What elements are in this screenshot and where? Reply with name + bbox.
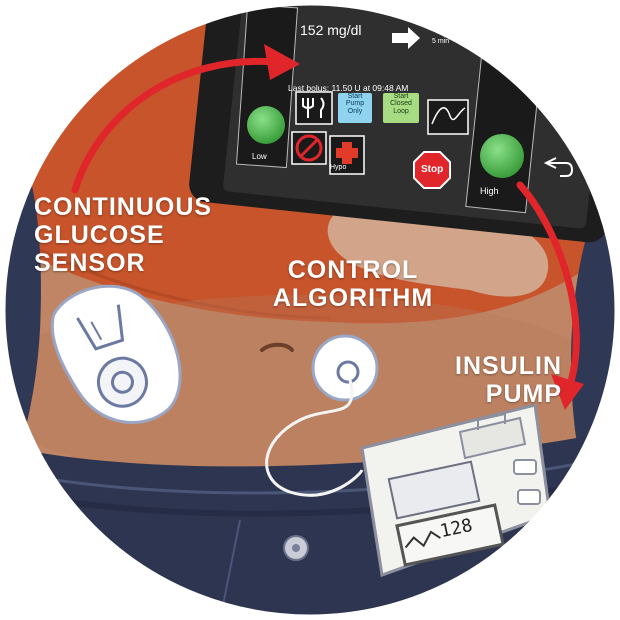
rate-text: 5 min — [432, 38, 450, 45]
pump-display — [395, 503, 505, 567]
start-pump-only-line-2: Pump — [345, 100, 365, 108]
pump-label-line-1: INSULIN — [455, 352, 562, 380]
low-label: Low — [252, 152, 267, 161]
medical-cross-icon — [336, 142, 358, 164]
hypo-label: Hypo — [330, 164, 347, 171]
stop-label[interactable]: Stop — [421, 164, 444, 175]
high-indicator — [480, 134, 524, 178]
fork-knife-icon — [302, 97, 325, 118]
cgm-label-line-2: GLUCOSE — [34, 221, 165, 249]
cgm-to-phone-arrow — [71, 57, 279, 194]
history-graph-button[interactable] — [427, 99, 469, 135]
start-pump-only-button[interactable]: Start Pump Only — [338, 93, 372, 123]
glucose-sensor — [50, 284, 182, 424]
high-label: High — [480, 186, 499, 196]
insulin-pump — [360, 403, 552, 578]
back-icon[interactable] — [543, 157, 574, 177]
pump-label: INSULIN PUMP — [442, 352, 562, 408]
start-pump-only-line-1: Start — [347, 93, 363, 100]
infusion-site — [311, 334, 379, 402]
trend-arrow-icon — [392, 27, 420, 49]
algorithm-label-line-1: CONTROL — [287, 256, 419, 284]
no-exercise-icon — [295, 134, 323, 162]
glucose-reading: 152 mg/dl — [300, 22, 362, 38]
pump-trend-graph — [404, 530, 441, 549]
start-closed-loop-line-2: Closed — [390, 100, 412, 108]
low-indicator — [247, 106, 285, 144]
start-closed-loop-line-1: Start — [393, 93, 409, 100]
start-closed-loop-button[interactable]: Start Closed Loop — [383, 93, 419, 123]
insulin-tubing — [265, 379, 364, 497]
cgm-label-line-1: CONTINUOUS — [34, 193, 213, 221]
last-bolus-text: Last bolus: 11.50 U at 09:48 AM — [288, 83, 409, 93]
cgm-label-line-3: SENSOR — [34, 249, 146, 277]
start-closed-loop-line-3: Loop — [393, 107, 409, 115]
algorithm-label-line-2: ALGORITHM — [272, 284, 434, 312]
cgm-label: CONTINUOUS GLUCOSE SENSOR — [34, 193, 212, 277]
stop-button[interactable] — [413, 151, 451, 189]
start-pump-only-line-3: Only — [347, 107, 363, 115]
navel — [260, 342, 294, 352]
graph-icon — [431, 107, 466, 125]
meal-button[interactable] — [295, 91, 333, 125]
phone-to-pump-arrow — [516, 181, 580, 389]
algorithm-label: CONTROL ALGORITHM — [268, 256, 438, 312]
pump-label-line-2: PUMP — [485, 380, 562, 408]
